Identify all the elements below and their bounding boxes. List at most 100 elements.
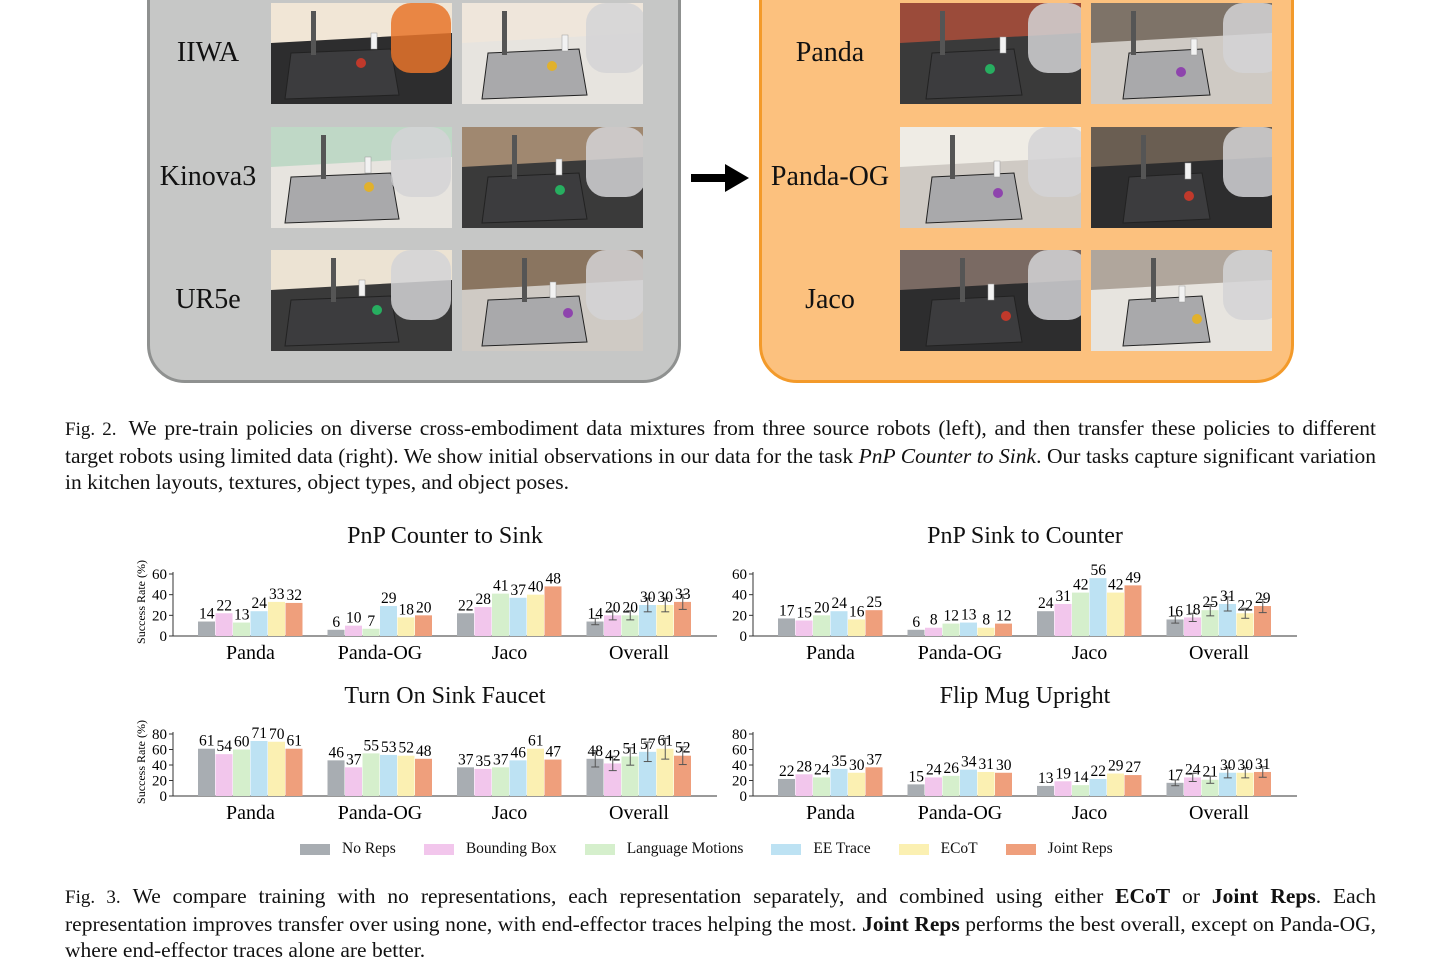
bar	[977, 627, 995, 636]
bar-value-label: 22	[217, 597, 233, 614]
bar-value-label: 18	[1185, 601, 1201, 618]
bar-value-label: 37	[458, 751, 474, 768]
x-tick-label: Overall	[1189, 642, 1249, 664]
bar-value-label: 61	[658, 733, 674, 750]
legend-swatch	[584, 843, 615, 855]
bar-value-label: 37	[511, 582, 527, 599]
bar	[778, 778, 795, 796]
bar	[995, 772, 1012, 796]
bar-value-label: 19	[1056, 765, 1072, 782]
y-tick-label: 80	[732, 727, 747, 743]
bar-value-label: 30	[658, 589, 674, 606]
bar	[1107, 773, 1124, 796]
bar-value-label: 52	[675, 740, 691, 757]
bar-value-label: 20	[814, 599, 830, 616]
scene-thumbnail	[900, 3, 1081, 104]
bar-value-label: 8	[982, 612, 990, 629]
bar	[250, 611, 268, 636]
bar-value-label: 31	[1255, 756, 1271, 773]
x-tick-label: Jaco	[492, 802, 528, 824]
y-tick-label: 20	[732, 608, 747, 624]
bar	[639, 751, 656, 796]
bar	[327, 760, 345, 796]
bar	[604, 615, 621, 636]
x-tick-label: Jaco	[1072, 802, 1108, 824]
y-tick-label: 80	[152, 727, 167, 743]
bar	[397, 755, 415, 796]
bar-value-label: 48	[416, 743, 432, 760]
bar	[1184, 777, 1201, 796]
bar-value-label: 24	[252, 595, 268, 612]
bar-value-label: 24	[832, 595, 848, 612]
bar-value-label: 71	[252, 725, 268, 742]
figure-label: Fig. 3.	[65, 887, 121, 908]
chart-title: PnP Sink to Counter	[927, 523, 1123, 549]
target-robot-label: Jaco	[805, 284, 855, 315]
bar	[1037, 611, 1054, 636]
bar-value-label: 16	[849, 603, 865, 620]
bar-value-label: 48	[588, 743, 604, 760]
source-robot-label: IIWA	[176, 37, 240, 68]
y-tick-label: 40	[732, 758, 747, 774]
bar	[285, 748, 303, 796]
bar-value-label: 22	[458, 597, 474, 614]
bar-value-label: 33	[269, 586, 285, 603]
bar	[1236, 613, 1254, 636]
bar	[656, 748, 674, 796]
bar	[813, 777, 830, 796]
bar-value-label: 61	[287, 733, 303, 750]
target-robot-label: Panda-OG	[770, 161, 890, 192]
bar-value-label: 22	[779, 763, 795, 780]
bar-value-label: 22	[1238, 597, 1254, 614]
legend-swatch	[300, 843, 330, 855]
bar	[527, 748, 544, 796]
bar-value-label: 28	[476, 591, 492, 608]
bar-value-label: 61	[528, 733, 544, 750]
y-tick-label: 60	[152, 743, 167, 759]
legend-item: ECoT	[898, 840, 978, 858]
bar-value-label: 20	[623, 599, 639, 616]
transfer-arrow-icon	[691, 164, 749, 192]
bar-value-label: 20	[416, 599, 432, 616]
chart-title: Turn On Sink Faucet	[344, 683, 546, 709]
bar	[527, 594, 544, 636]
bar-value-label: 18	[399, 601, 415, 618]
scene-thumbnail	[462, 127, 643, 228]
bar-value-label: 56	[1091, 562, 1107, 579]
bar	[960, 769, 977, 796]
bar	[621, 615, 639, 636]
bar	[345, 767, 362, 796]
target-robot-label: Panda	[795, 37, 865, 68]
bar	[656, 605, 674, 636]
y-tick-label: 40	[152, 588, 167, 604]
scene-thumbnail	[1091, 3, 1272, 104]
chart-title: PnP Counter to Sink	[347, 523, 543, 549]
bar	[1054, 781, 1072, 796]
bar	[865, 610, 883, 636]
x-tick-label: Overall	[609, 642, 669, 664]
bar-value-label: 31	[1220, 588, 1236, 605]
bar-value-label: 51	[623, 740, 639, 757]
bar	[907, 629, 925, 636]
bar	[1124, 775, 1142, 796]
bar-value-label: 13	[234, 607, 250, 624]
bar-value-label: 13	[1038, 770, 1054, 787]
scene-thumbnail	[900, 250, 1081, 351]
bar	[848, 772, 865, 796]
bar-value-label: 29	[381, 590, 397, 607]
bar	[1254, 606, 1271, 636]
scene-thumbnail	[1091, 127, 1272, 228]
bar-value-label: 52	[399, 740, 415, 757]
bar	[250, 740, 268, 796]
bar-value-label: 42	[1108, 577, 1124, 594]
legend-item: Language Motions	[584, 840, 743, 858]
x-tick-label: Overall	[1189, 802, 1249, 824]
y-tick-label: 0	[160, 629, 168, 645]
bar	[621, 756, 639, 796]
bar-value-label: 70	[269, 726, 285, 743]
x-tick-label: Panda-OG	[338, 642, 422, 664]
legend-item: Bounding Box	[423, 840, 557, 858]
bar-value-label: 22	[1091, 763, 1107, 780]
bar	[509, 597, 527, 636]
y-tick-label: 40	[152, 758, 167, 774]
